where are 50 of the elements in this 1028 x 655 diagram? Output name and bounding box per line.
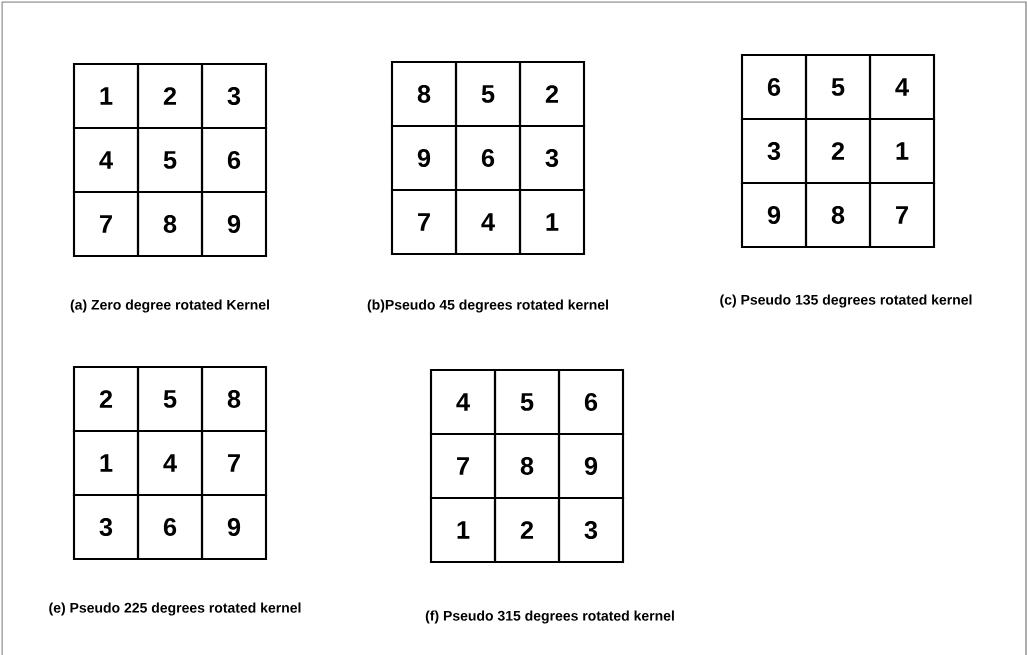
grid-cell: 7 xyxy=(72,190,140,258)
grid-cell: 5 xyxy=(136,365,204,433)
grid-cell: 7 xyxy=(429,432,497,500)
grid-cell: 5 xyxy=(804,53,872,121)
grid-cell: 9 xyxy=(200,190,268,258)
grid-cell: 9 xyxy=(740,181,808,249)
grid-cell: 4 xyxy=(72,126,140,194)
grid-cell: 3 xyxy=(72,493,140,561)
grid-cell: 8 xyxy=(136,190,204,258)
grid-cell: 3 xyxy=(557,496,625,564)
grid-cell: 4 xyxy=(454,188,522,256)
caption: (a) Zero degree rotated Kernel xyxy=(70,299,269,313)
grid-cell: 2 xyxy=(518,60,586,128)
grid-cell: 4 xyxy=(429,368,497,436)
grid-cell: 9 xyxy=(200,493,268,561)
grid-cell: 8 xyxy=(493,432,561,500)
grid-cell: 7 xyxy=(390,188,458,256)
grid-cell: 6 xyxy=(740,53,808,121)
grid-cell: 1 xyxy=(72,429,140,497)
grid-cell: 2 xyxy=(72,365,140,433)
caption: (c) Pseudo 135 degrees rotated kernel xyxy=(720,294,972,308)
grid-cell: 4 xyxy=(136,429,204,497)
grid-cell: 6 xyxy=(200,126,268,194)
grid-cell: 5 xyxy=(136,126,204,194)
caption: (f) Pseudo 315 degrees rotated kernel xyxy=(425,610,674,624)
grid-cell: 9 xyxy=(557,432,625,500)
grid-cell: 8 xyxy=(390,60,458,128)
grid-cell: 9 xyxy=(390,124,458,192)
grid-cell: 1 xyxy=(868,117,936,185)
grid-cell: 1 xyxy=(429,496,497,564)
grid-cell: 6 xyxy=(454,124,522,192)
grid-cell: 3 xyxy=(740,117,808,185)
grid-cell: 8 xyxy=(200,365,268,433)
grid-cell: 3 xyxy=(200,62,268,130)
grid-cell: 2 xyxy=(136,62,204,130)
grid-cell: 7 xyxy=(200,429,268,497)
grid-cell: 6 xyxy=(136,493,204,561)
grid-cell: 8 xyxy=(804,181,872,249)
grid-cell: 6 xyxy=(557,368,625,436)
caption: (e) Pseudo 225 degrees rotated kernel xyxy=(49,602,301,616)
caption: (b)Pseudo 45 degrees rotated kernel xyxy=(367,299,608,313)
grid-cell: 5 xyxy=(454,60,522,128)
grid-cell: 4 xyxy=(868,53,936,121)
grid-cell: 1 xyxy=(518,188,586,256)
grid-cell: 2 xyxy=(804,117,872,185)
grid-cell: 3 xyxy=(518,124,586,192)
grid-cell: 5 xyxy=(493,368,561,436)
grid-cell: 7 xyxy=(868,181,936,249)
grid-cell: 2 xyxy=(493,496,561,564)
grid-cell: 1 xyxy=(72,62,140,130)
